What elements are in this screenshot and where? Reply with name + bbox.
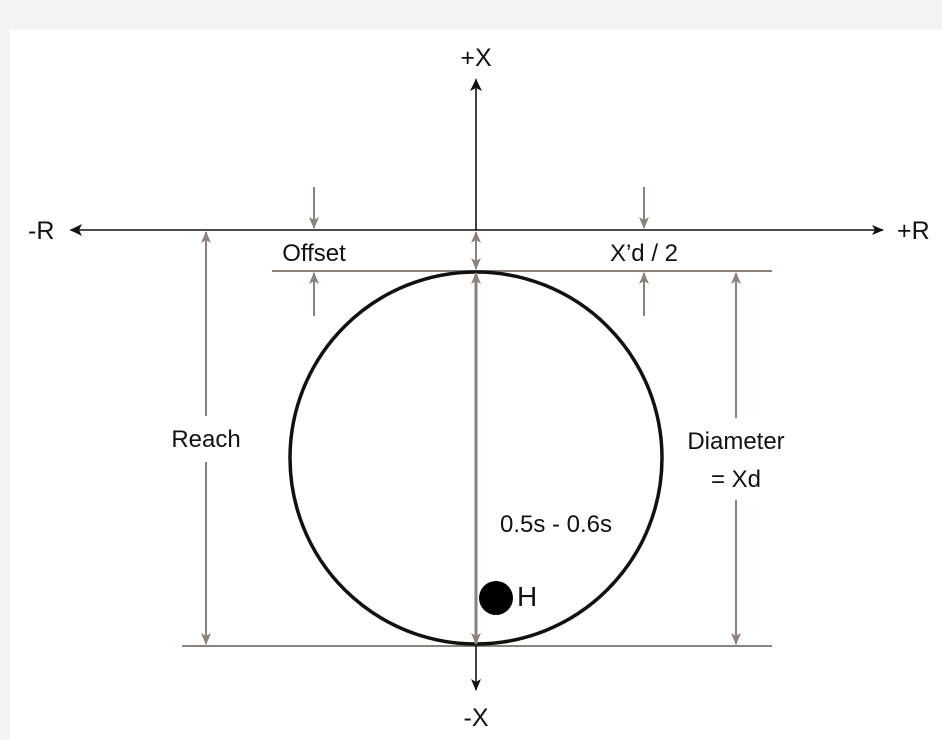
point-h-marker: [479, 581, 513, 615]
x-half-label: X’d / 2: [610, 240, 678, 267]
x-axis-up-arrowhead: [470, 79, 482, 91]
offset-label: Offset: [282, 240, 346, 267]
minus-r-label: -R: [28, 217, 54, 245]
reach-label: Reach: [171, 426, 240, 453]
plus-r-label: +R: [897, 217, 930, 245]
diameter-label: Diameter: [687, 428, 784, 455]
time-range-label: 0.5s - 0.6s: [500, 511, 612, 538]
r-axis-left-arrowhead: [70, 224, 82, 236]
plus-x-label: +X: [460, 44, 492, 72]
point-h-label: H: [517, 581, 537, 612]
diameter-xd-label: = Xd: [711, 466, 761, 493]
minus-x-label: -X: [464, 704, 489, 732]
